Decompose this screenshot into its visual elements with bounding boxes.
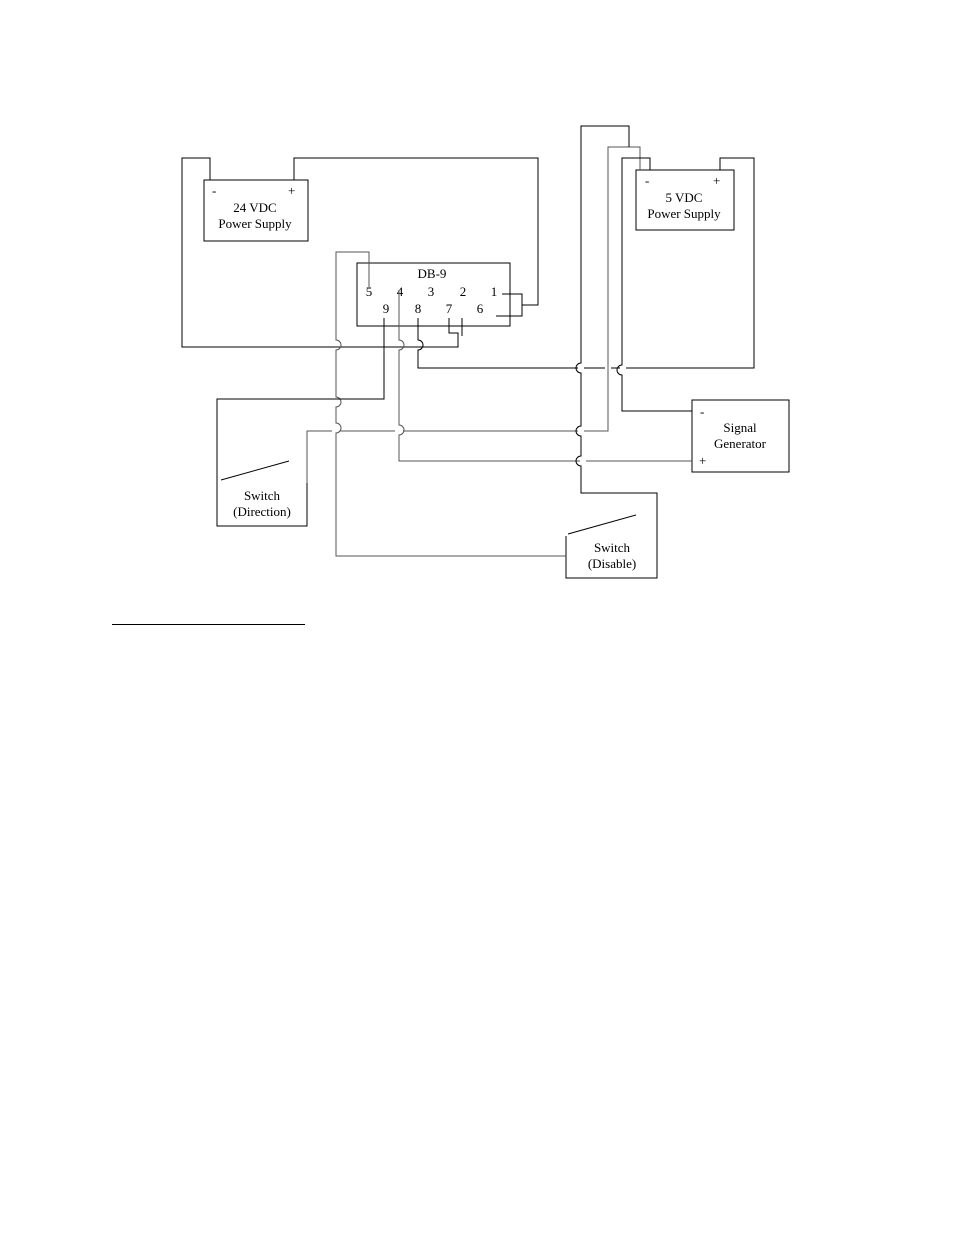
switch-disable-label-line1: Switch <box>594 540 631 555</box>
wire-24v-plus-to-pin1-pin6 <box>294 158 538 316</box>
db9-pin-4: 4 <box>397 284 404 299</box>
signal-generator-label-line1: Signal <box>723 420 757 435</box>
switch-direction: Switch (Direction) <box>217 461 307 526</box>
power-supply-24vdc: - + 24 VDC Power Supply <box>204 180 308 241</box>
power-supply-5vdc: - + 5 VDC Power Supply <box>636 170 734 230</box>
supply5-label-line2: Power Supply <box>647 206 721 221</box>
signal-generator-label-line2: Generator <box>714 436 767 451</box>
supply5-minus-label: - <box>645 173 649 188</box>
db9-pin-6: 6 <box>477 301 484 316</box>
switch-disable-label-line2: (Disable) <box>588 556 636 571</box>
db9-pin-7: 7 <box>446 301 453 316</box>
signal-generator-minus-label: - <box>700 404 704 419</box>
supply5-label-line1: 5 VDC <box>666 190 703 205</box>
db9-pin-1: 1 <box>491 284 498 299</box>
supply24-label-line2: Power Supply <box>218 216 292 231</box>
wire-24v-minus-to-pin7 <box>182 158 458 347</box>
switch-direction-label-line1: Switch <box>244 488 281 503</box>
switch-disable-lever <box>568 515 636 534</box>
wire-pin4-to-signal-generator-plus <box>399 290 692 461</box>
supply24-plus-label: + <box>288 183 295 198</box>
switch-direction-lever <box>221 461 289 480</box>
signal-generator-plus-label: + <box>699 453 706 468</box>
supply24-minus-label: - <box>212 183 216 198</box>
db9-title: DB-9 <box>418 266 447 281</box>
db9-connector: DB-9 5 4 3 2 1 9 8 7 6 <box>357 263 510 326</box>
switch-direction-label-line2: (Direction) <box>233 504 291 519</box>
db9-pin-9: 9 <box>383 301 390 316</box>
signal-generator: - + Signal Generator <box>692 400 789 472</box>
db9-pin-3: 3 <box>428 284 435 299</box>
db9-pin-2: 2 <box>460 284 467 299</box>
supply24-label-line1: 24 VDC <box>233 200 276 215</box>
section-divider-rule <box>112 624 305 625</box>
db9-pin-8: 8 <box>415 301 422 316</box>
switch-disable: Switch (Disable) <box>566 515 657 578</box>
wire-pin9-to-direction-switch <box>217 318 384 483</box>
supply5-plus-label: + <box>713 173 720 188</box>
